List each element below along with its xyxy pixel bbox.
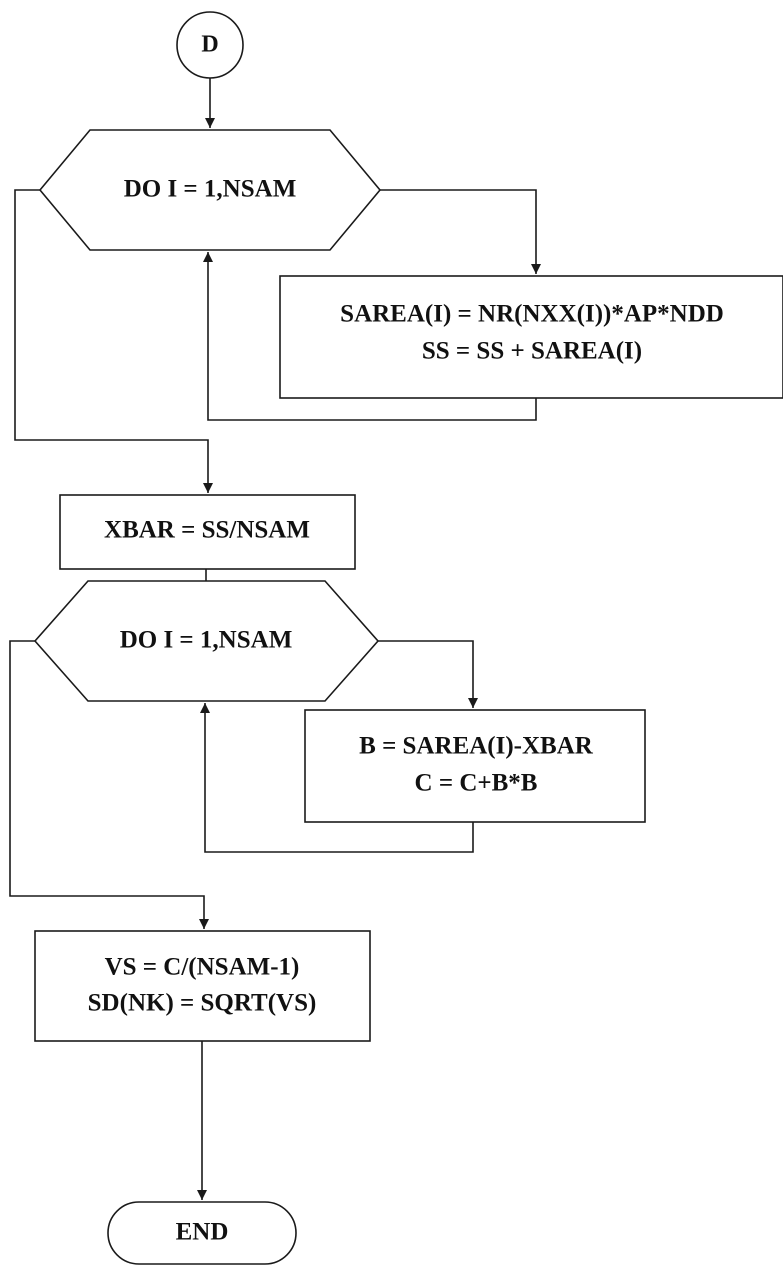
final-box [34,930,371,1042]
loop1-body-line2: SS = SS + SAREA(I) [422,338,642,365]
loop1-header: DO I = 1,NSAM [124,176,297,203]
arrow-loop2-to-body2 [378,640,478,708]
final-line2: SD(NK) = SQRT(VS) [88,990,317,1017]
end-terminal [107,1201,297,1265]
arrow-loop1-to-body1 [380,189,541,274]
loop1-body-box [279,275,783,399]
xbar-label: XBAR = SS/NSAM [104,517,310,544]
xbar-box [59,494,356,570]
arrow-loop2-exit [9,640,209,929]
loop2-body-line1: B = SAREA(I)-XBAR [359,733,594,760]
end-label: END [176,1219,229,1246]
arrow-body1-return [203,252,537,421]
loop2-header: DO I = 1,NSAM [120,627,293,654]
loop2-body-line2: C = C+B*B [415,770,538,797]
final-line1: VS = C/(NSAM-1) [105,954,300,981]
loop1-body-line1: SAREA(I) = NR(NXX(I))*AP*NDD [340,301,724,328]
arrow-loop1-exit [14,189,213,493]
arrow-body2-return [200,703,474,853]
loop2-body-box [304,709,646,823]
connector-d-label: D [201,32,218,58]
